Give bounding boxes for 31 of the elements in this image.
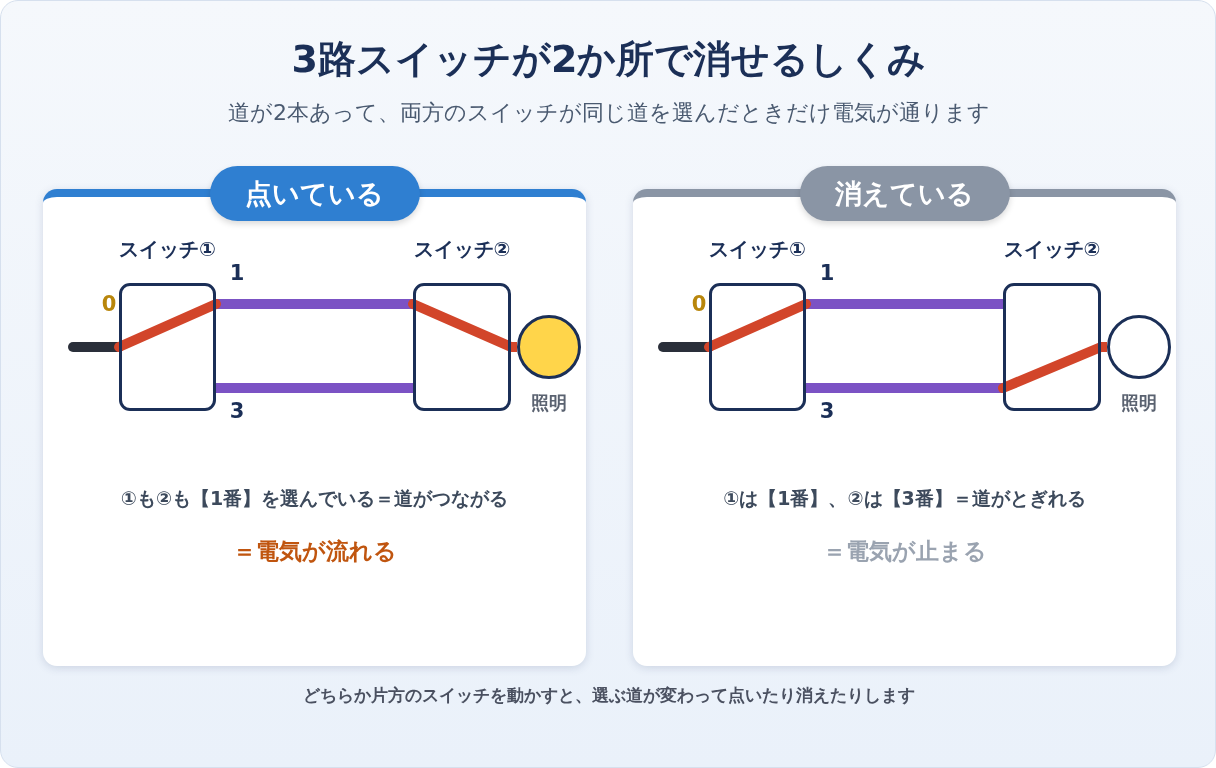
subtitle: 道が2本あって、両方のスイッチが同じ道を選んだときだけ電気が通ります bbox=[228, 99, 990, 127]
switch-label: スイッチ② bbox=[413, 235, 511, 263]
wire bbox=[806, 383, 1003, 393]
terminal-number: 1 bbox=[229, 261, 245, 285]
switch-label: スイッチ① bbox=[119, 235, 216, 263]
lamp-circle bbox=[517, 315, 581, 379]
switch-box bbox=[413, 283, 511, 411]
result-text: ＝電気が止まる bbox=[822, 536, 987, 566]
switch-box bbox=[119, 283, 216, 411]
terminal-number: 3 bbox=[229, 399, 245, 423]
wire bbox=[216, 299, 413, 309]
status-badge: 消えている bbox=[799, 166, 1010, 221]
wire bbox=[806, 299, 1003, 309]
caption: どちらか片方のスイッチを動かすと、選ぶ道が変わって点いたり消えたりします bbox=[303, 683, 915, 707]
explanation-text: ①は【1番】、②は【3番】＝道がとぎれる bbox=[723, 486, 1086, 511]
lamp-label: 照明 bbox=[531, 391, 567, 415]
switch-box bbox=[1003, 283, 1101, 411]
result-text: ＝電気が流れる bbox=[232, 536, 397, 566]
switch-box bbox=[709, 283, 806, 411]
terminal-number: 1 bbox=[819, 261, 835, 285]
status-badge: 点いている bbox=[209, 166, 420, 221]
terminal-number: 0 bbox=[691, 292, 707, 316]
lamp-circle bbox=[1107, 315, 1171, 379]
lamp-label: 照明 bbox=[1121, 391, 1157, 415]
title: 3路スイッチが2か所で消せるしくみ bbox=[291, 35, 927, 83]
switch-label: スイッチ② bbox=[1003, 235, 1101, 263]
wire bbox=[216, 383, 413, 393]
switch-label: スイッチ① bbox=[709, 235, 806, 263]
terminal-number: 0 bbox=[101, 292, 117, 316]
explanation-text: ①も②も【1番】を選んでいる＝道がつながる bbox=[120, 486, 509, 511]
terminal-number: 3 bbox=[819, 399, 835, 423]
